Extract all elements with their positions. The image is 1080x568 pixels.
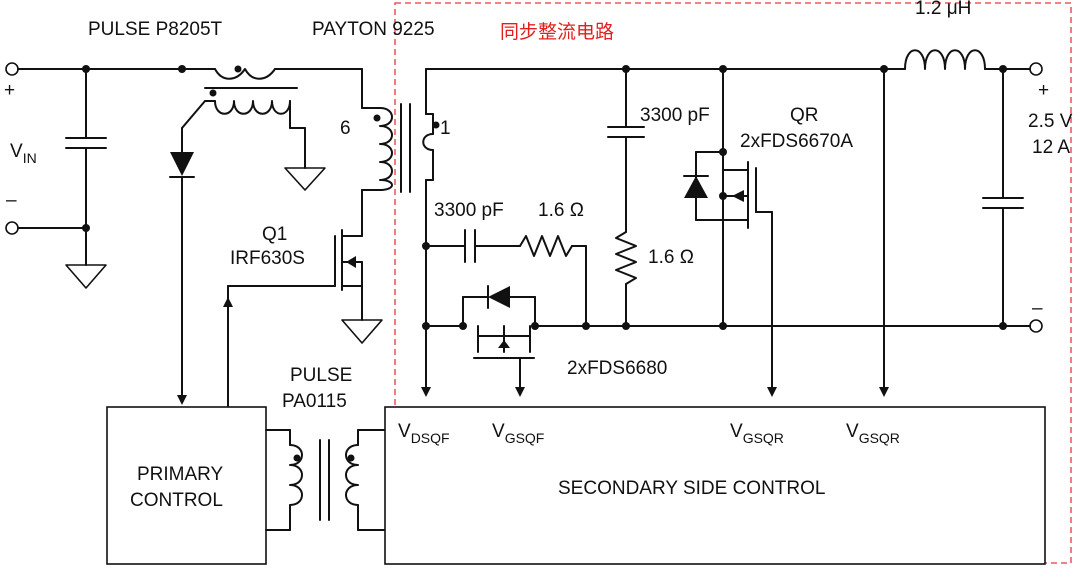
vin-plus-sign: + <box>4 80 15 101</box>
q1-mosfet-icon <box>227 227 363 321</box>
qr-part-label: 2xFDS6670A <box>740 131 853 152</box>
gate-transformer-pa0115 <box>265 429 386 531</box>
secondary-rail-bottom <box>425 322 1031 330</box>
q1-name-label: Q1 <box>262 224 287 245</box>
pin-vgsqr1-label: VGSQR <box>730 421 784 446</box>
qf-mosfet-icon <box>459 285 536 397</box>
payton-9225-label: PAYTON 9225 <box>312 19 435 40</box>
out-plus-terminal <box>1029 62 1043 76</box>
out-minus-sign: – <box>1032 298 1043 319</box>
vin-plus-terminal <box>5 62 19 76</box>
input-rail-top <box>17 65 363 73</box>
qr-snubber-res-label: 1.6 Ω <box>648 247 694 268</box>
out-plus-sign: + <box>1038 80 1049 101</box>
current-transformer-p8205t <box>181 65 306 169</box>
pulse-p8205t-label: PULSE P8205T <box>88 19 223 40</box>
ct-diode-icon <box>169 127 195 405</box>
pulse-pa0115-line1: PULSE <box>290 365 352 386</box>
input-rail-bottom <box>17 224 90 232</box>
primary-control-box <box>106 406 267 565</box>
ct-ground-icon <box>284 167 326 191</box>
out-voltage-label: 2.5 V <box>1028 111 1073 132</box>
main-transformer-payton <box>361 68 440 229</box>
pin-vgsqf-label: VGSQF <box>492 421 544 446</box>
qf-snubber-rc <box>425 229 587 327</box>
qr-name-label: QR <box>790 105 819 126</box>
inductor-label: 1.2 μH <box>915 0 971 19</box>
turns-secondary-label: 1 <box>440 118 451 139</box>
secondary-left-rail <box>421 179 434 397</box>
qf-part-label: 2xFDS6680 <box>567 358 667 379</box>
out-current-label: 12 A <box>1032 137 1070 158</box>
qr-snubber-cap-label: 3300 pF <box>640 105 710 126</box>
out-minus-terminal <box>1029 319 1043 333</box>
qf-snubber-res-label: 1.6 Ω <box>538 200 584 221</box>
qf-snubber-cap-label: 3300 pF <box>434 200 504 221</box>
secondary-control-box <box>384 406 1046 565</box>
output-capacitor <box>982 68 1024 327</box>
pulse-pa0115-line2: PA0115 <box>282 391 347 412</box>
output-inductor-icon <box>904 49 986 70</box>
q1-ground-icon <box>341 319 383 344</box>
turns-primary-label: 6 <box>340 118 351 139</box>
input-capacitor <box>65 68 107 266</box>
q1-part-label: IRF630S <box>230 248 305 269</box>
pin-vdsqf-label: VDSQF <box>398 421 450 446</box>
pin-vgsqr2-label: VGSQR <box>846 421 900 446</box>
primary-control-line1: PRIMARY <box>137 464 224 485</box>
vin-minus-sign: – <box>6 190 17 211</box>
vin-label: VIN <box>10 141 37 166</box>
qr-snubber-rc <box>607 68 645 327</box>
input-ground-icon <box>65 264 107 289</box>
secondary-control-label: SECONDARY SIDE CONTROL <box>558 478 825 499</box>
secondary-rail-top <box>425 65 1031 115</box>
vin-minus-terminal <box>5 221 19 235</box>
primary-control-line2: CONTROL <box>130 490 223 511</box>
sync-rectifier-title: 同步整流电路 <box>500 21 614 43</box>
qr-mosfet-icon <box>683 68 777 397</box>
